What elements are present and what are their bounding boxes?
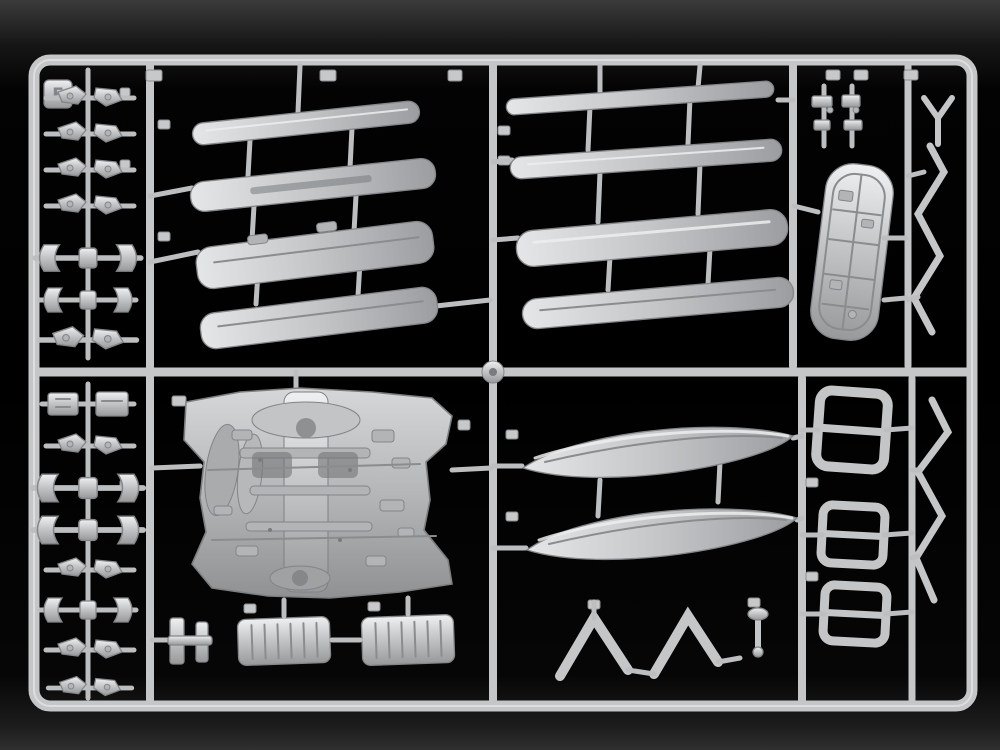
frame-twig-4 xyxy=(883,425,915,433)
frame-twig-5 xyxy=(881,530,915,538)
sprue-letter: F xyxy=(52,85,64,105)
long-part-4 xyxy=(199,286,439,350)
small-sensor-part xyxy=(747,607,769,658)
bracket-pair xyxy=(40,288,136,312)
bent-rod-bottom xyxy=(909,396,953,604)
bracket-pair xyxy=(33,516,143,544)
long-part-1 xyxy=(191,100,421,146)
bracket-pair xyxy=(40,598,136,622)
panel-part-1 xyxy=(515,208,789,268)
v-strut-1 xyxy=(555,599,633,681)
fuselage-spine-halves xyxy=(147,63,493,350)
v-strut-2 xyxy=(625,606,743,679)
drop-tank-half-1 xyxy=(521,426,795,479)
bracket-pair xyxy=(33,474,143,502)
frame-twig-6 xyxy=(883,609,915,617)
slim-part-2 xyxy=(509,138,783,180)
vent-grate-1 xyxy=(236,616,332,666)
vent-grate-2 xyxy=(360,614,456,666)
drop-tank-halves xyxy=(490,426,805,561)
small-linkages-column-top-left xyxy=(35,67,141,361)
small-bracket-part xyxy=(149,617,213,665)
small-linkages-column-bottom-left xyxy=(33,381,143,701)
panel-part-2 xyxy=(521,276,795,330)
bracket-pair xyxy=(35,245,141,271)
panel-twig-left xyxy=(791,203,821,215)
drop-tank-half-2 xyxy=(525,508,799,561)
detail-panel-part xyxy=(810,163,894,341)
center-deck-part xyxy=(149,369,494,599)
sprue-frame xyxy=(28,54,978,712)
long-part-2 xyxy=(189,157,437,213)
bent-rod-top xyxy=(905,142,949,336)
runner-hub-pin xyxy=(489,368,497,376)
long-part-3 xyxy=(195,220,435,290)
slim-part-1 xyxy=(505,80,775,116)
panel-twig-right-2 xyxy=(881,295,909,303)
intake-duct-halves xyxy=(490,63,796,330)
small-fittings-cluster xyxy=(811,83,863,149)
y-shaped-linkage xyxy=(921,95,955,147)
